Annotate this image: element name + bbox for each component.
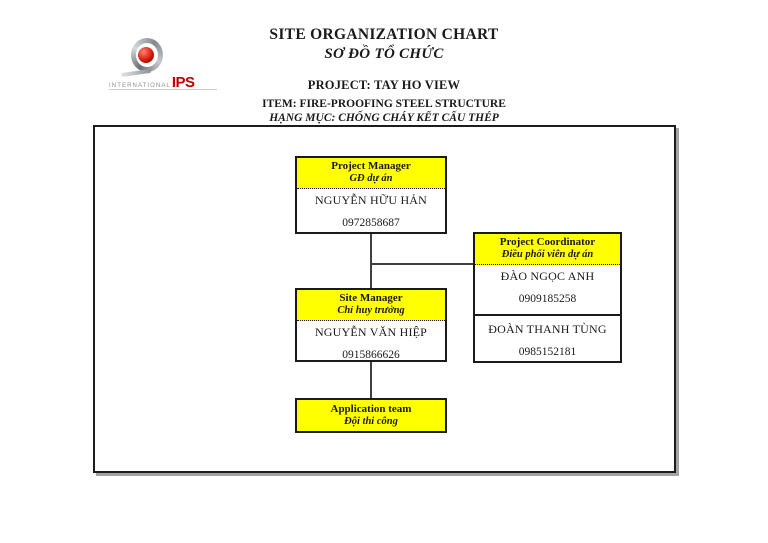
logo-wordmark: INTERNATIONAL IPS xyxy=(109,74,217,91)
connector-pm-to-sm xyxy=(370,234,372,288)
member-row: NGUYỄN VĂN HIỆP 0915866626 xyxy=(297,321,445,361)
connector-sm-to-app xyxy=(370,362,372,398)
connector-branch-to-coordinator xyxy=(371,263,473,265)
project-line: PROJECT: TAY HO VIEW xyxy=(307,77,461,92)
page-title-en: SITE ORGANIZATION CHART xyxy=(269,26,499,43)
node-title-vi: Điều phối viên dự án xyxy=(501,248,594,260)
logo-text-ips: IPS xyxy=(171,74,195,91)
org-chart-frame: Project Manager GĐ dự án NGUYỄN HỮU HẢN … xyxy=(93,125,676,473)
node-title-vi: Chỉ huy trưởng xyxy=(337,304,405,316)
member-name: NGUYỄN VĂN HIỆP xyxy=(314,325,428,340)
item-line-en: ITEM: FIRE-PROOFING STEEL STRUCTURE xyxy=(262,98,506,110)
node-application-team: Application team Đội thi công xyxy=(295,398,447,433)
node-site-manager-header: Site Manager Chỉ huy trưởng xyxy=(297,290,445,322)
member-phone: 0915866626 xyxy=(342,349,400,362)
member-name: ĐOÀN THANH TÙNG xyxy=(488,322,607,337)
member-row: ĐOÀN THANH TÙNG 0985152181 xyxy=(475,316,620,358)
node-title-vi: Đội thi công xyxy=(344,415,398,427)
page-title-vi: SƠ ĐỒ TỔ CHỨC xyxy=(324,45,444,62)
node-title-en: Project Manager xyxy=(331,160,411,172)
node-project-coordinator-header: Project Coordinator Điều phối viên dự án xyxy=(475,234,620,266)
member-phone: 0909185258 xyxy=(518,293,577,306)
member-phone: 0972858687 xyxy=(342,217,400,230)
node-site-manager: Site Manager Chỉ huy trưởng NGUYỄN VĂN H… xyxy=(295,288,447,362)
company-logo: INTERNATIONAL IPS xyxy=(107,36,219,91)
node-title-en: Application team xyxy=(330,402,412,415)
member-row: ĐÀO NGỌC ANH 0909185258 xyxy=(475,265,620,317)
document-header: SITE ORGANIZATION CHART SƠ ĐỒ TỔ CHỨC PR… xyxy=(0,27,768,124)
node-project-manager: Project Manager GĐ dự án NGUYỄN HỮU HẢN … xyxy=(295,156,447,234)
logo-text-international: INTERNATIONAL xyxy=(109,83,171,89)
node-title-en: Project Coordinator xyxy=(499,236,596,248)
node-project-manager-header: Project Manager GĐ dự án xyxy=(297,158,445,190)
logo-ball-icon xyxy=(138,47,154,63)
member-phone: 0985152181 xyxy=(518,346,577,359)
member-name: ĐÀO NGỌC ANH xyxy=(500,269,595,284)
node-title-vi: GĐ dự án xyxy=(349,172,393,184)
node-title-en: Site Manager xyxy=(339,292,403,304)
node-project-coordinator: Project Coordinator Điều phối viên dự án… xyxy=(473,232,622,363)
item-line-vi: HẠNG MỤC: CHỐNG CHÁY KẾT CẤU THÉP xyxy=(269,111,499,124)
member-row: NGUYỄN HỮU HẢN 0972858687 xyxy=(297,189,445,229)
member-name: NGUYỄN HỮU HẢN xyxy=(314,193,428,208)
